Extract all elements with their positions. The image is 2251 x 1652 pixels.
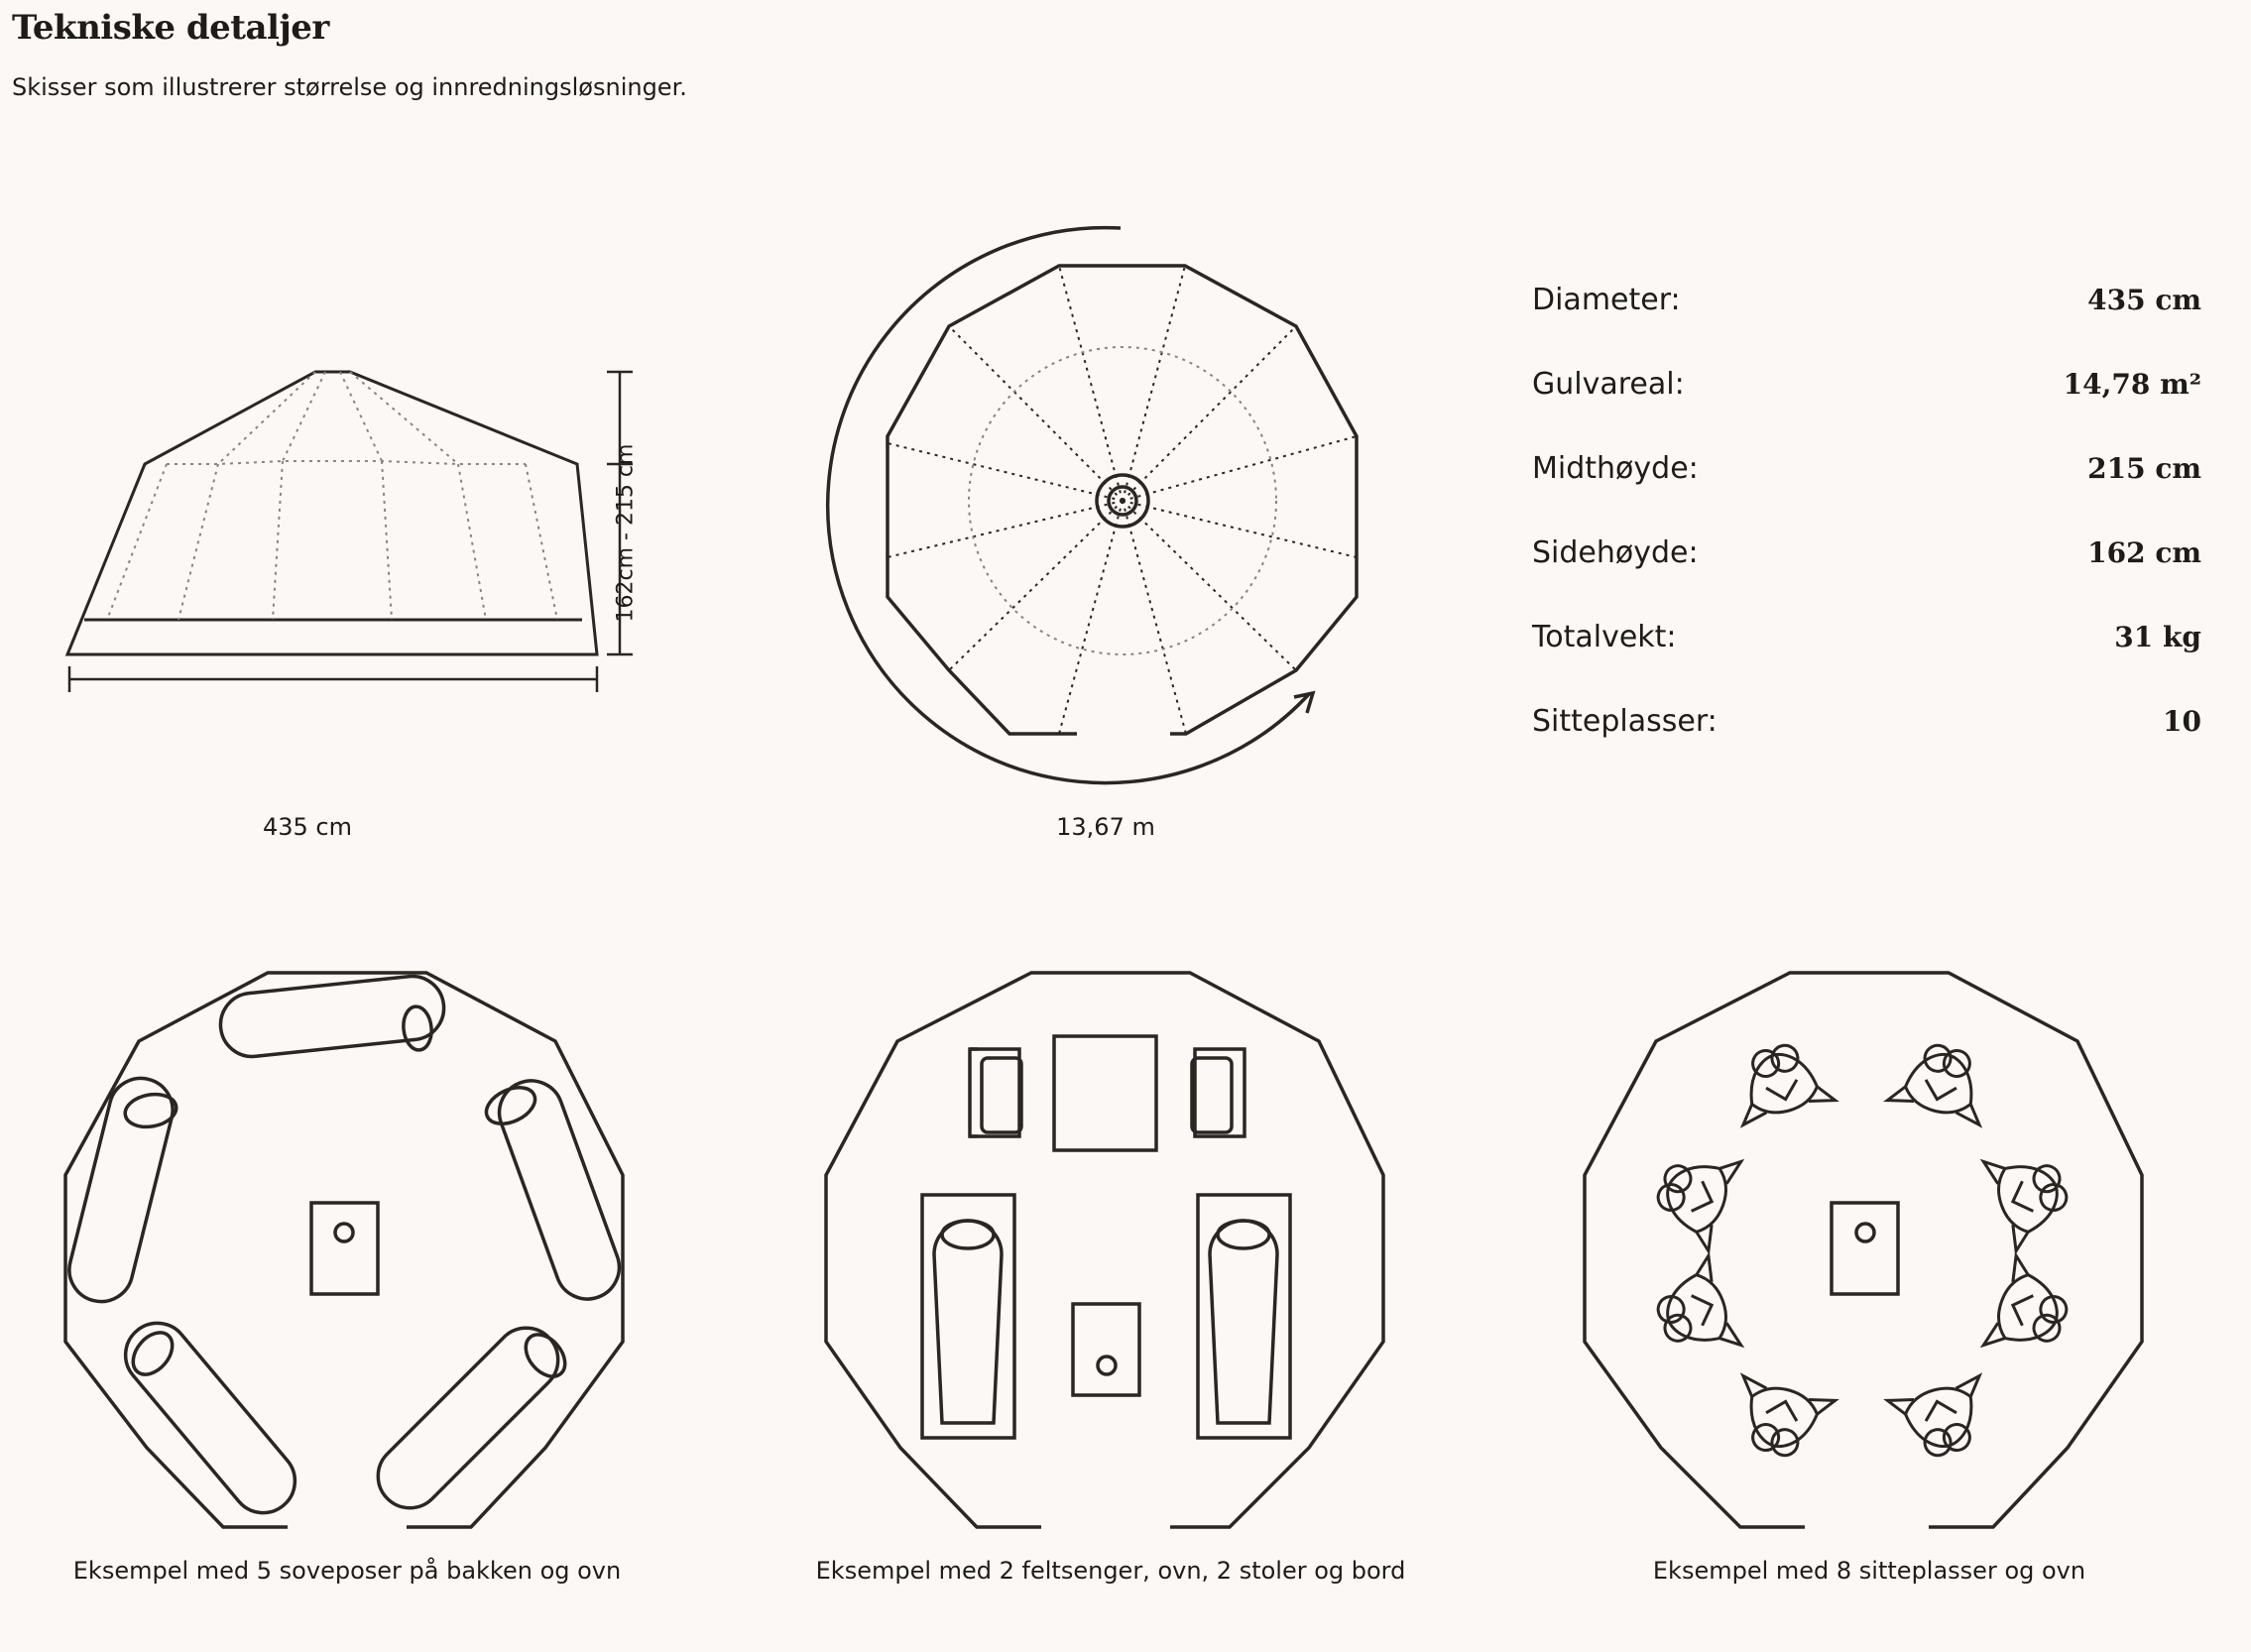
spec-value: 435 cm [2087,284,2201,316]
layout-cots-caption: Eksempel med 2 feltsenger, ovn, 2 stoler… [815,1557,1406,1585]
spec-label: Sidehøyde: [1532,535,1699,570]
sleeping-bags-floorplan [63,971,625,1529]
spec-value: 14,78 m² [2063,368,2201,401]
side-view-diagram: 162cm - 215 cm 435 cm [59,357,639,853]
top-view-caption: 13,67 m [1056,813,1155,841]
spec-row-center-height: Midthøyde: 215 cm [1532,451,2201,535]
spec-label: Midthøyde: [1532,451,1699,486]
spec-row-diameter: Diameter: 435 cm [1532,283,2201,367]
spec-value: 31 kg [2114,621,2201,653]
layout-sleeping-bags: Eksempel med 5 soveposer på bakken og ov… [59,967,635,1601]
page-title: Tekniske detaljer [12,8,329,48]
specs-table: Diameter: 435 cm Gulvareal: 14,78 m² Mid… [1532,283,2201,788]
tent-side-view-drawing [64,370,633,692]
page-subtitle: Skisser som illustrerer størrelse og inn… [12,73,687,101]
spec-label: Sitteplasser: [1532,704,1718,739]
side-view-caption: 435 cm [262,813,352,841]
cots-floorplan [824,971,1385,1529]
spec-label: Gulvareal: [1532,367,1685,402]
spec-value: 215 cm [2087,452,2201,485]
top-view-diagram: 13,67 m [825,223,1368,848]
height-range-label: 162cm - 215 cm [613,443,639,623]
spec-row-seats: Sitteplasser: 10 [1532,704,2201,788]
spec-row-total-weight: Totalvekt: 31 kg [1532,620,2201,704]
layout-seating-caption: Eksempel med 8 sitteplasser og ovn [1652,1557,2086,1585]
seating-floorplan [1583,971,2144,1529]
spec-label: Totalvekt: [1532,620,1677,654]
tent-top-view-drawing [825,225,1359,785]
spec-row-floor-area: Gulvareal: 14,78 m² [1532,367,2201,451]
spec-row-side-height: Sidehøyde: 162 cm [1532,535,2201,620]
spec-label: Diameter: [1532,283,1681,317]
spec-value: 162 cm [2087,536,2201,569]
layout-cots: Eksempel med 2 feltsenger, ovn, 2 stoler… [816,967,1405,1601]
layout-seating: Eksempel med 8 sitteplasser og ovn [1582,967,2157,1601]
spec-value: 10 [2163,705,2201,738]
layout-sleeping-bags-caption: Eksempel med 5 soveposer på bakken og ov… [72,1557,622,1585]
